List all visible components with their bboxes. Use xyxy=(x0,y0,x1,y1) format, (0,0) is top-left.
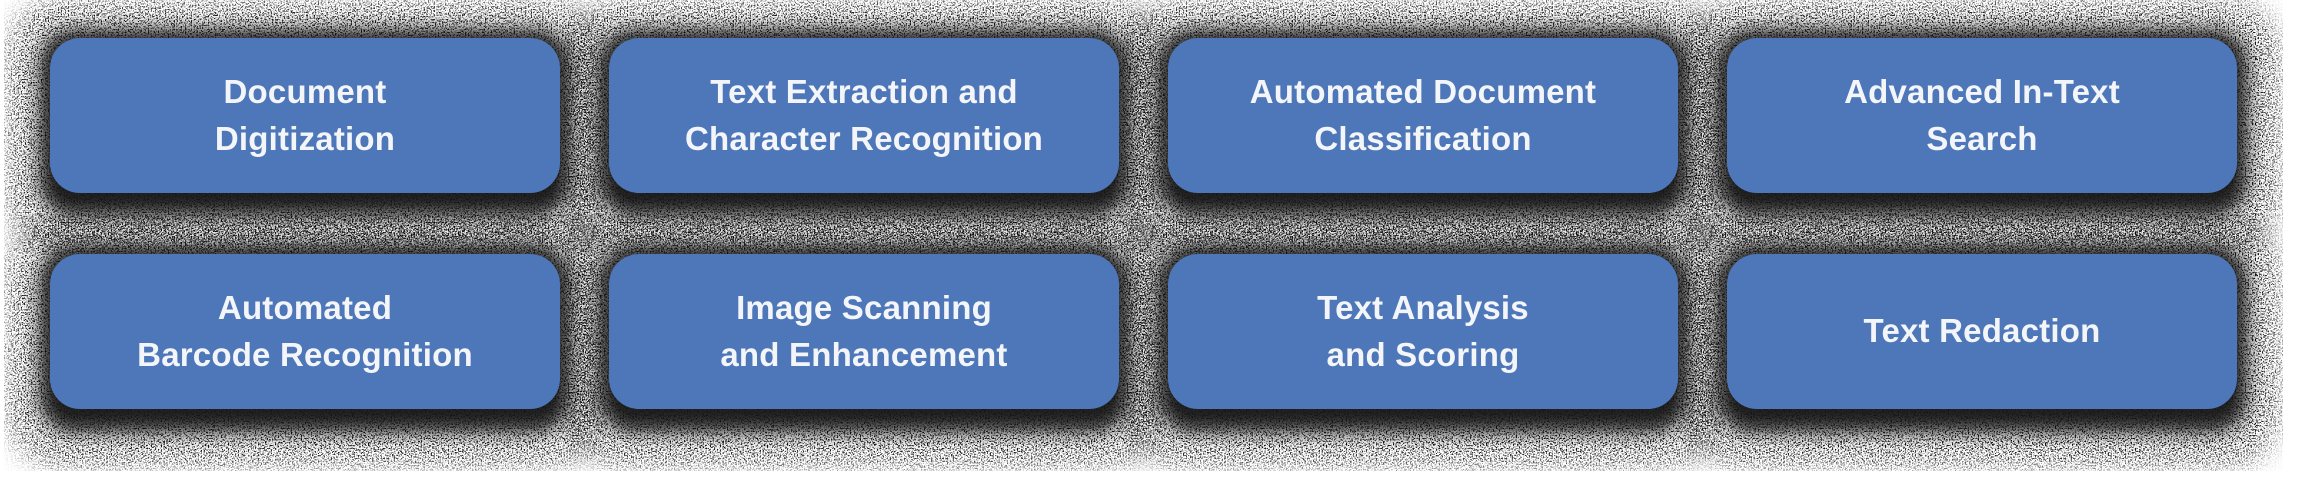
button-label-line1: Advanced In-Text xyxy=(1844,73,2120,111)
button-label-line1: Automated Document xyxy=(1249,73,1597,111)
feature-button-document-digitization[interactable]: Document Digitization xyxy=(50,38,560,193)
button-label-line1: Document xyxy=(223,73,387,111)
feature-button-barcode-recognition[interactable]: Automated Barcode Recognition xyxy=(50,254,560,409)
button-label-line1: Text Extraction and xyxy=(710,73,1018,111)
button-label-line2: and Scoring xyxy=(1326,335,1520,373)
feature-buttons-grid: Document Digitization Text Extraction an… xyxy=(14,6,2273,460)
feature-cell-document-classification: Automated Document Classification xyxy=(1132,6,1714,244)
feature-cell-document-digitization: Document Digitization xyxy=(14,6,596,244)
button-label-line2: Character Recognition xyxy=(684,119,1044,157)
feature-cell-text-redaction: Text Redaction xyxy=(1691,222,2273,460)
feature-button-text-analysis[interactable]: Text Analysis and Scoring xyxy=(1168,254,1678,409)
feature-cell-image-scanning: Image Scanning and Enhancement xyxy=(573,222,1155,460)
button-label-line1: Text Analysis xyxy=(1317,289,1529,327)
feature-cell-in-text-search: Advanced In-Text Search xyxy=(1691,6,2273,244)
button-label-line1: Automated xyxy=(217,289,393,327)
button-label-line2: and Enhancement xyxy=(720,335,1008,373)
button-label-line2: Barcode Recognition xyxy=(137,335,473,373)
feature-button-text-redaction[interactable]: Text Redaction xyxy=(1727,254,2237,409)
feature-button-image-scanning[interactable]: Image Scanning and Enhancement xyxy=(609,254,1119,409)
button-label-line2: Search xyxy=(1926,119,2038,157)
button-label-line1: Image Scanning xyxy=(736,289,992,327)
button-label-line2: Classification xyxy=(1314,119,1532,157)
feature-button-in-text-search[interactable]: Advanced In-Text Search xyxy=(1727,38,2237,193)
feature-cell-barcode-recognition: Automated Barcode Recognition xyxy=(14,222,596,460)
button-label-line2: Digitization xyxy=(214,119,396,157)
button-label-line1: Text Redaction xyxy=(1863,312,2101,350)
feature-cell-text-extraction: Text Extraction and Character Recognitio… xyxy=(573,6,1155,244)
feature-button-text-extraction[interactable]: Text Extraction and Character Recognitio… xyxy=(609,38,1119,193)
feature-button-document-classification[interactable]: Automated Document Classification xyxy=(1168,38,1678,193)
feature-cell-text-analysis: Text Analysis and Scoring xyxy=(1132,222,1714,460)
